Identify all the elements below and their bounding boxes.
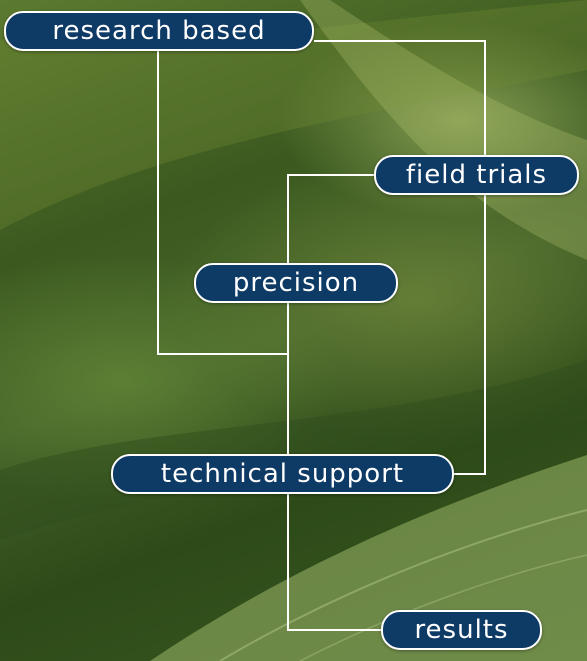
connector-research-to-precision-trunk [157,51,288,355]
connector-field-to-precision [287,174,374,263]
node-technical-support: technical support [111,454,454,494]
node-results: results [381,610,542,650]
connector-research-to-field [314,40,486,155]
node-precision: precision [194,263,398,303]
connector-field-to-tech [454,195,486,475]
connector-tech-to-results [287,494,381,631]
node-field-trials: field trials [374,155,579,195]
node-research-based: research based [4,11,314,51]
